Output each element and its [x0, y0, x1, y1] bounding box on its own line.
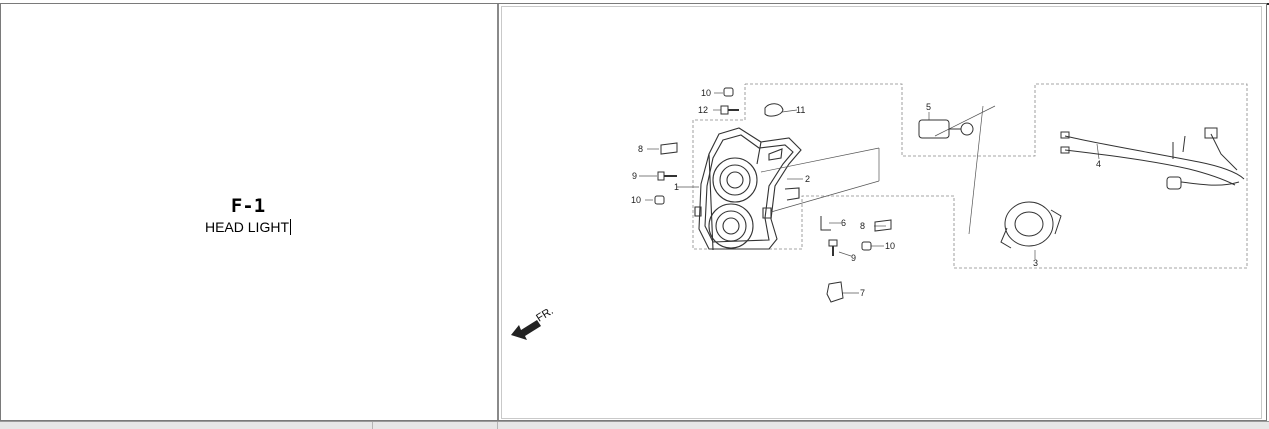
dashed-group-outlines	[692, 83, 1248, 269]
callout-8-left: 8	[638, 144, 643, 154]
exploded-parts-diagram: FR. 1 2 3 4 5 6 7 8 8 9 9 10 10 10 11 12	[511, 83, 1248, 340]
callout-10-top: 10	[701, 88, 711, 98]
next-row-cell	[372, 422, 498, 429]
next-row-strip	[0, 421, 1269, 429]
hardware-parts	[654, 87, 1062, 303]
callout-11: 11	[796, 105, 805, 115]
text-caret	[290, 219, 291, 235]
callout-1: 1	[674, 182, 679, 192]
column-divider	[497, 4, 499, 420]
diagram-frame	[501, 6, 1262, 419]
callout-5: 5	[926, 102, 931, 112]
table-frame	[0, 3, 1267, 421]
diagram-cell	[499, 4, 1266, 420]
front-direction-arrow	[511, 320, 541, 340]
callout-8-right: 8	[860, 221, 865, 231]
part-info-cell	[1, 4, 497, 420]
callout-labels: 1 2 3 4 5 6 7 8 8 9 9 10 10 10 11 12	[631, 88, 1101, 298]
callout-4: 4	[1096, 159, 1101, 169]
wiring-harness	[1060, 127, 1245, 190]
callout-6: 6	[841, 218, 846, 228]
callout-3: 3	[1033, 258, 1038, 268]
leader-lines	[639, 92, 1100, 294]
callout-7: 7	[860, 288, 865, 298]
callout-12: 12	[698, 105, 708, 115]
callout-2: 2	[805, 174, 810, 184]
callout-9-left: 9	[632, 171, 637, 181]
next-row-cell	[0, 422, 373, 429]
callout-10-right: 10	[885, 241, 895, 251]
section-name-text: HEAD LIGHT	[204, 219, 289, 235]
callout-9-right: 9	[851, 253, 856, 263]
callout-10-left: 10	[631, 195, 641, 205]
section-name[interactable]: HEAD LIGHT	[0, 219, 496, 235]
section-code: F-1	[230, 195, 266, 217]
headlight-assembly	[694, 127, 802, 251]
